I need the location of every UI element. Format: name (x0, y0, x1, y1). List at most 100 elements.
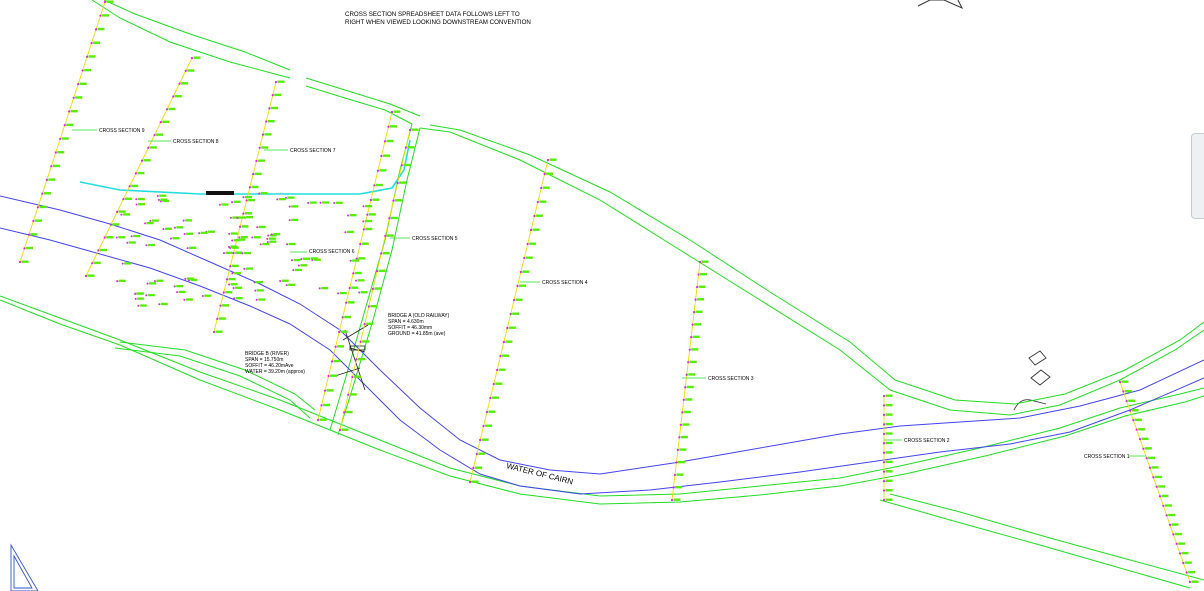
survey-point-tag (174, 94, 182, 98)
survey-point (291, 259, 294, 262)
survey-point (362, 228, 365, 231)
survey-point-tag (93, 261, 101, 265)
survey-point (187, 279, 190, 282)
survey-point (327, 374, 330, 378)
survey-point-tag (30, 233, 38, 236)
survey-point-tag (88, 55, 96, 58)
survey-point-tag (302, 257, 310, 260)
survey-point-tag (245, 267, 253, 270)
survey-point-tag (362, 340, 370, 343)
survey-point (252, 173, 255, 176)
survey-point-tag (683, 410, 691, 414)
survey-point-tag (253, 236, 261, 239)
survey-point (352, 272, 355, 275)
side-panel-tab[interactable] (1191, 133, 1204, 219)
survey-point (1178, 552, 1182, 555)
survey-point (359, 242, 362, 246)
survey-point (338, 428, 342, 432)
survey-point-tag (215, 330, 223, 333)
cross-section-line (671, 261, 701, 501)
survey-point-tag (124, 197, 132, 200)
survey-point-tag (395, 199, 403, 202)
survey-point (94, 28, 98, 31)
survey-point (116, 210, 119, 213)
survey-point (231, 239, 234, 242)
survey-point (288, 219, 291, 222)
survey-point (271, 94, 274, 97)
survey-point-tag (529, 242, 537, 245)
survey-point (134, 297, 137, 300)
survey-point-tag (386, 234, 394, 237)
survey-point-tag (885, 394, 893, 397)
survey-point (355, 257, 358, 260)
survey-point (512, 298, 516, 302)
bridge-b-note: BRIDGE B (RIVER) SPAN = 15.750m SOFFIT =… (245, 351, 305, 375)
survey-point (81, 69, 84, 72)
survey-point-tag (357, 279, 365, 282)
survey-point-tag (885, 432, 893, 435)
survey-point (183, 298, 186, 301)
survey-point (134, 172, 137, 175)
cross-section-2-label: CROSS SECTION 2 (904, 438, 950, 444)
survey-point-tag (378, 269, 386, 273)
survey-point-tag (137, 297, 145, 300)
survey-point (297, 264, 300, 267)
survey-point-tag (386, 139, 394, 143)
header-note-line1: CROSS SECTION SPREADSHEET DATA FOLLOWS L… (345, 11, 520, 18)
survey-point-tag (186, 277, 194, 280)
survey-point-tag (1121, 380, 1129, 383)
survey-point (536, 200, 539, 204)
survey-point-tag (379, 169, 387, 172)
survey-point (351, 375, 354, 379)
survey-point-tag (313, 258, 321, 261)
survey-point-tag (102, 14, 110, 17)
survey-point (243, 267, 246, 270)
bridge-b-soffit: SOFFIT = 46.20mAve (245, 363, 294, 369)
survey-point-tag (697, 298, 705, 301)
survey-point (173, 285, 176, 288)
survey-point (1138, 438, 1142, 441)
survey-point (231, 201, 234, 204)
bridge-a-span: SPAN = 4.630m (388, 319, 424, 325)
survey-point-tag (160, 302, 168, 306)
survey-point (334, 345, 337, 348)
survey-point-tag (176, 226, 184, 229)
survey-point-tag (233, 200, 241, 203)
survey-point-tag (471, 480, 479, 483)
survey-point-tag (330, 374, 338, 377)
survey-point (388, 217, 391, 220)
survey-point-tag (124, 262, 132, 265)
survey-point-tag (25, 246, 33, 250)
survey-point (147, 146, 150, 149)
survey-point (330, 360, 334, 363)
survey-point-tag (1144, 447, 1152, 450)
survey-point-tag (885, 489, 893, 492)
survey-point-tag (172, 237, 180, 240)
survey-point-tag (159, 194, 167, 197)
survey-point (103, 0, 107, 4)
survey-point-tag (1128, 399, 1136, 402)
survey-point-tag (372, 198, 380, 201)
survey-point (186, 247, 189, 250)
survey-point-tag (187, 69, 195, 72)
survey-point-tag (364, 219, 372, 223)
survey-point-tag (99, 248, 107, 252)
survey-point-tag (273, 232, 281, 236)
survey-point (137, 304, 140, 307)
survey-point-tag (368, 213, 376, 216)
survey-point (1135, 428, 1138, 431)
survey-point (543, 172, 546, 176)
survey-point-tag (300, 264, 308, 267)
survey-point (359, 340, 362, 343)
survey-point (1128, 409, 1132, 412)
survey-point-tag (269, 234, 277, 237)
survey-point (144, 222, 147, 225)
survey-point (519, 270, 522, 274)
survey-point-tag (680, 435, 688, 439)
survey-point (232, 251, 235, 255)
survey-point-tag (344, 315, 352, 319)
survey-point (178, 82, 181, 85)
survey-point-tag (502, 354, 510, 357)
survey-point-tag (189, 246, 197, 249)
survey-point-tag (232, 216, 240, 219)
